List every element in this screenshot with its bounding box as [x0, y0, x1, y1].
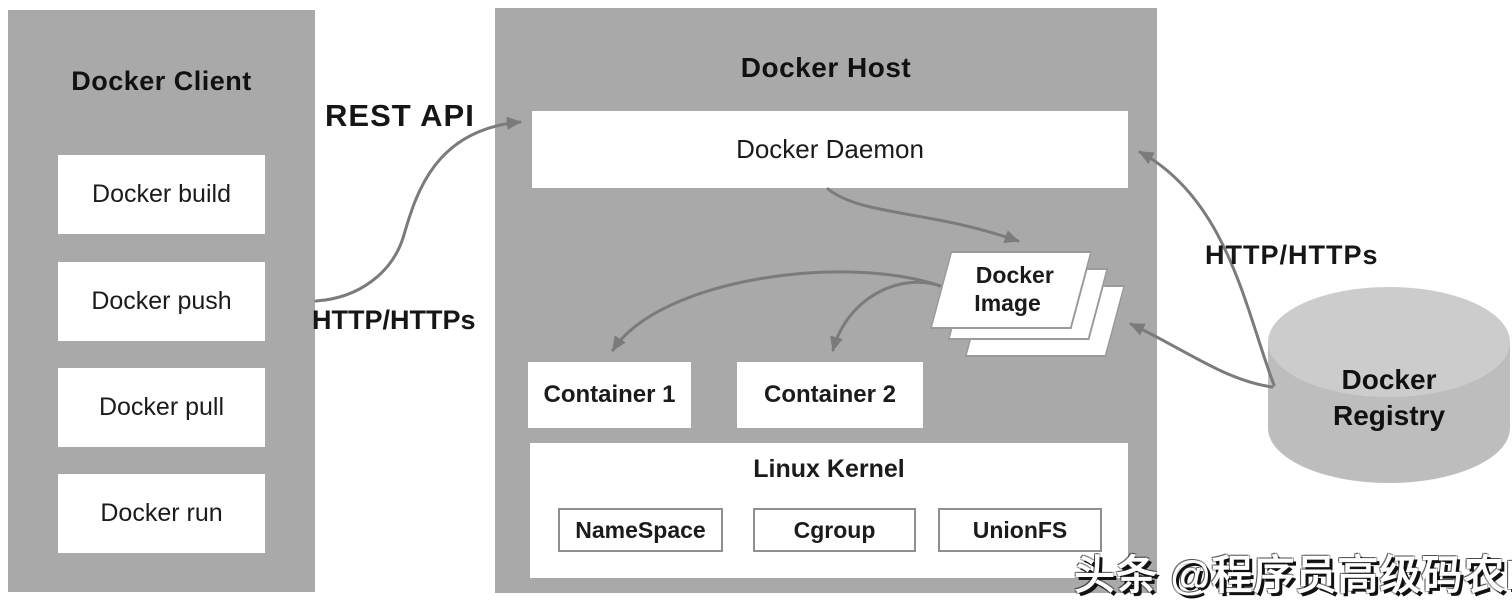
http-https-client-label: HTTP/HTTPs — [312, 305, 476, 335]
namespace-box: NameSpace — [558, 508, 723, 552]
container-2-box: Container 2 — [737, 362, 923, 428]
docker-image-label-line2: Image — [974, 290, 1041, 316]
arrow-image-to-container1 — [611, 270, 948, 352]
docker-run-box: Docker run — [58, 474, 265, 553]
linux-kernel-title: Linux Kernel — [753, 455, 905, 483]
docker-client-title: Docker Client — [71, 66, 252, 96]
arrow-image-to-container2 — [830, 280, 948, 352]
docker-daemon-box: Docker Daemon — [532, 111, 1128, 188]
docker-build-box: Docker build — [58, 155, 265, 234]
docker-push-box: Docker push — [58, 262, 265, 341]
arrow-registry-to-daemon — [1138, 150, 1276, 387]
rest-api-label: REST API — [325, 98, 475, 133]
watermark-text: 头条 @程序员高级码农II — [1074, 552, 1512, 598]
docker-host-title: Docker Host — [740, 52, 912, 83]
docker-image-label-line1: Docker — [975, 262, 1054, 289]
http-https-registry-label: HTTP/HTTPs — [1205, 240, 1379, 270]
linux-kernel-box: Linux Kernel NameSpace Cgroup UnionFS — [530, 443, 1128, 578]
arrow-client-to-daemon — [314, 116, 522, 303]
container-1-box: Container 1 — [528, 362, 691, 428]
docker-registry-label-line1: Docker — [1341, 364, 1437, 395]
cgroup-box: Cgroup — [753, 508, 916, 552]
docker-registry-label-line2: Registry — [1332, 399, 1446, 431]
docker-image-card-front: Docker Image — [929, 251, 1093, 329]
arrow-registry-to-image — [1129, 322, 1274, 389]
docker-registry-label: Docker Registry — [1268, 362, 1510, 434]
unionfs-box: UnionFS — [938, 508, 1102, 552]
arrow-daemon-to-image — [826, 187, 1020, 243]
docker-pull-box: Docker pull — [58, 368, 265, 447]
cylinder-top-ellipse — [1268, 287, 1510, 397]
